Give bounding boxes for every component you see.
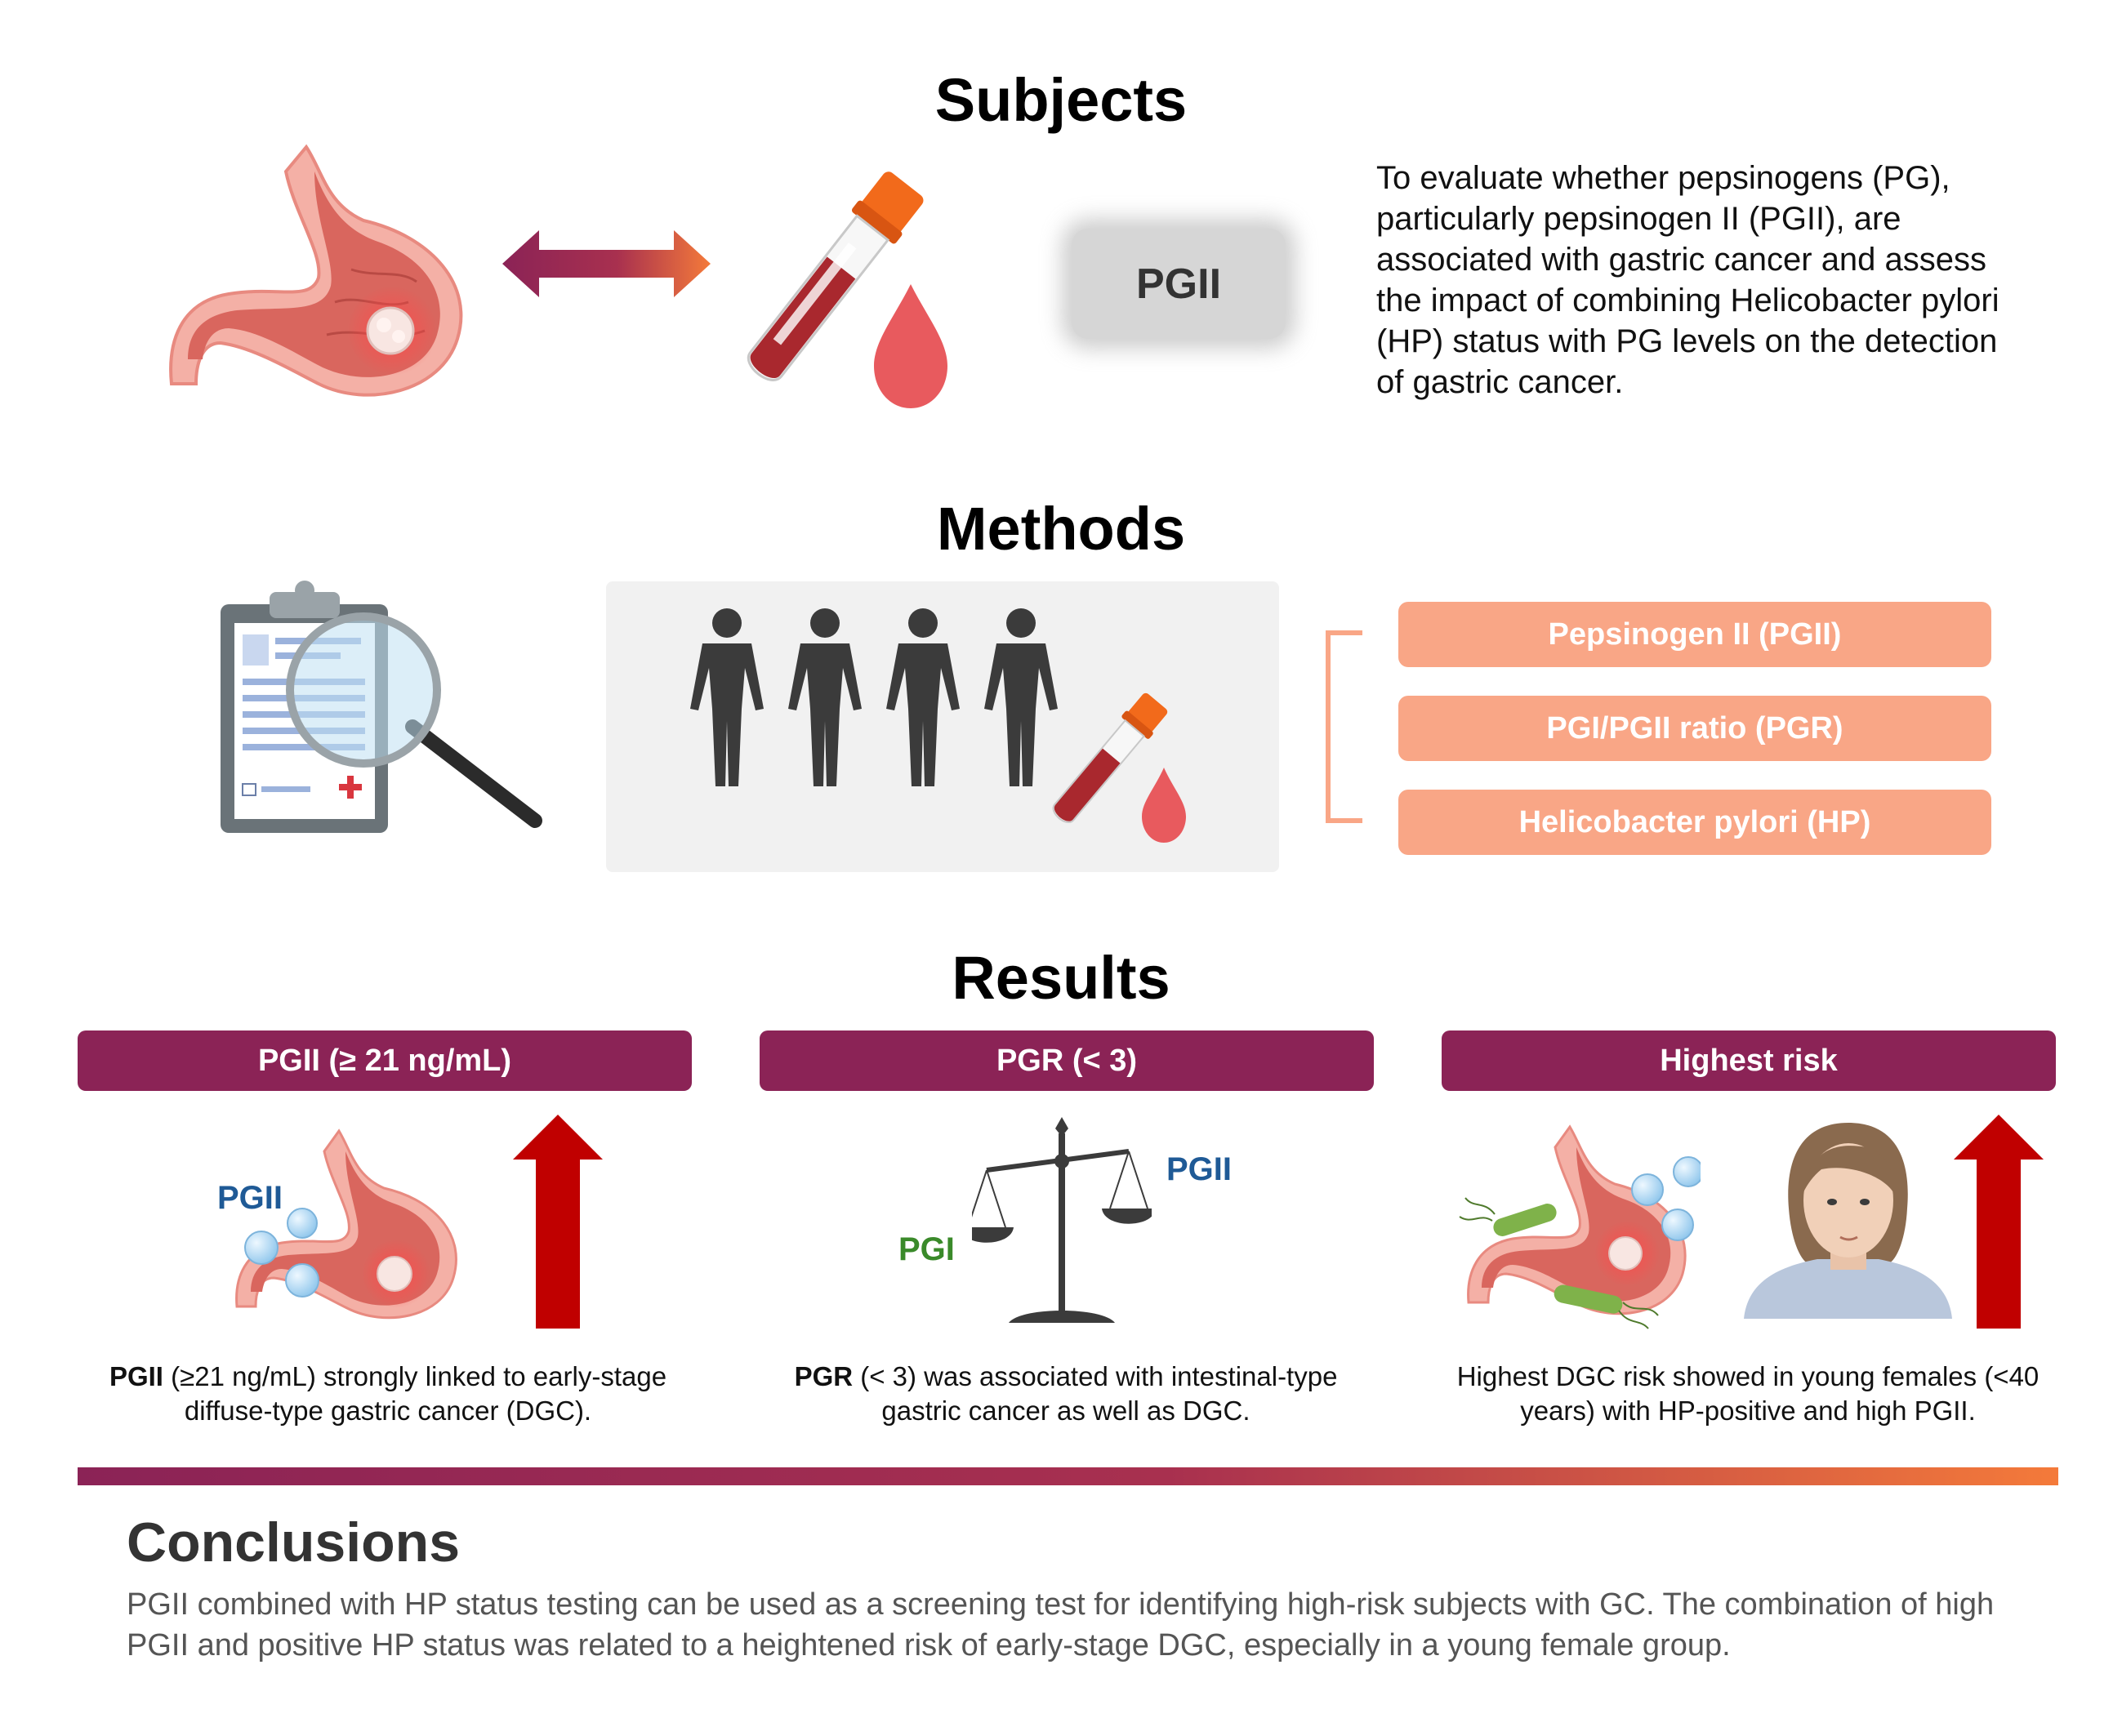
result-text-highest-risk: Highest DGC risk showed in young females… [1456,1361,2040,1426]
scale-label-pgii: PGII [1166,1151,1233,1187]
young-female-icon [1744,1123,1952,1319]
subjects-title: Subjects [934,66,1188,134]
method-item-hp: Helicobacter pylori (HP) [1398,790,1991,855]
bracket-icon [1326,630,1362,823]
pgii-label: PGII [217,1180,283,1216]
up-arrow-icon [1954,1115,2044,1329]
result-header-pgr: PGR (< 3) [760,1030,1374,1091]
results-title: Results [952,944,1170,1012]
result-bold-pgr: PGR [794,1361,854,1391]
result-text-pgr: PGR (< 3) was associated with intestinal… [756,1360,1376,1428]
conclusions-title: Conclusions [127,1511,461,1574]
people-icon [690,608,1058,786]
conclusions-text: PGII combined with HP status testing can… [127,1587,1995,1663]
stomach-bubbles-icon [235,1128,457,1320]
double-arrow-icon [502,230,711,297]
method-item-pgr: PGI/PGII ratio (PGR) [1398,696,1991,761]
section-divider [78,905,2058,911]
stomach-bacteria-icon [1459,1124,1701,1329]
small-blood-tube-icon [1052,692,1186,843]
conclusion-divider [78,1467,2058,1485]
balance-scale-icon [972,1117,1152,1323]
methods-title: Methods [936,495,1186,563]
up-arrow-icon [513,1115,603,1329]
method-item-pgii: Pepsinogen II (PGII) [1398,602,1991,667]
section-divider [78,449,2058,456]
result-header-pgii: PGII (≥ 21 ng/mL) [78,1030,692,1091]
result-text-pgii: PGII (≥21 ng/mL) strongly linked to earl… [78,1360,698,1428]
pgii-chip: PGII [1072,229,1286,339]
stomach-tumor-icon [169,144,463,397]
clipboard-magnifier-icon [221,581,542,833]
objective-text: To evaluate whether pepsinogens (PG), pa… [1376,160,1999,400]
result-header-highest-risk: Highest risk [1442,1030,2056,1091]
result-body-pgii: (≥21 ng/mL) strongly linked to early-sta… [163,1361,667,1426]
scale-label-pgi: PGI [898,1231,955,1267]
result-body-pgr: (< 3) was associated with intestinal-typ… [853,1361,1338,1426]
result-bold-pgii: PGII [109,1361,163,1391]
blood-tube-icon [747,171,947,408]
